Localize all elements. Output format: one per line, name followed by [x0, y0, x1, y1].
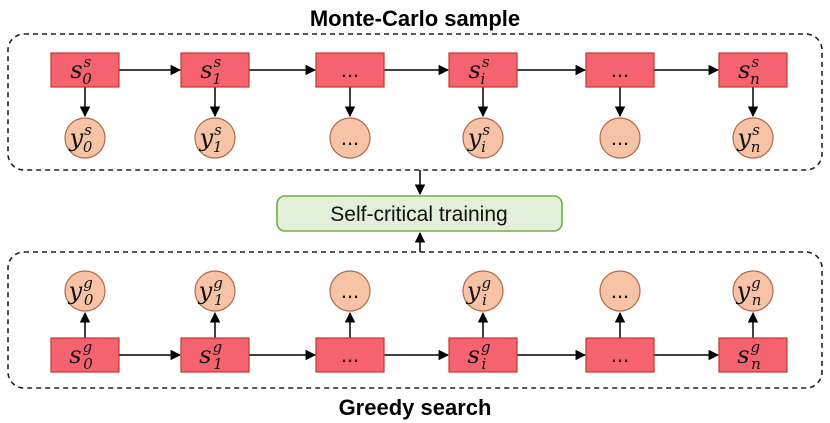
bottom_group-output-circle: [194, 270, 236, 312]
top_group-state-box: [585, 52, 655, 88]
top_group-state-box: [50, 52, 120, 88]
top_group-state-label: ...: [341, 57, 359, 82]
bottom_group-output-circle: [732, 270, 774, 312]
top-group-frame: [7, 33, 823, 171]
top_group-state-box: [448, 52, 518, 88]
bottom_group-state-box: [315, 337, 385, 373]
bottom_group-output-circle: [329, 270, 371, 312]
bottom_group-output-circle: [599, 270, 641, 312]
bottom_group-output-label: ...: [611, 278, 629, 303]
top_group-output-label: ...: [341, 125, 359, 150]
bottom_group-output-label: ...: [341, 278, 359, 303]
bottom_group-state-box: [448, 337, 518, 373]
top-group-title: Monte-Carlo sample: [310, 6, 520, 31]
top_group-output-circle: [732, 117, 774, 159]
bottom_group-state-box: [180, 337, 250, 373]
top_group-output-circle: [599, 117, 641, 159]
top_group-output-label: ...: [611, 125, 629, 150]
top_group-state-box: [180, 52, 250, 88]
bottom_group-output-circle: [64, 270, 106, 312]
top_group-state-box: [718, 52, 788, 88]
bottom_group-state-box: [718, 337, 788, 373]
top_group-output-circle: [329, 117, 371, 159]
bottom-group-title: Greedy search: [339, 395, 492, 420]
top_group-output-circle: [194, 117, 236, 159]
bottom_group-state-box: [585, 337, 655, 373]
top_group-state-box: [315, 52, 385, 88]
self-critical-training-label: Self-critical training: [330, 203, 507, 226]
self-critical-training-box: [276, 195, 563, 232]
bottom-group-frame: [7, 251, 823, 389]
bottom_group-state-box: [50, 337, 120, 373]
bottom_group-output-circle: [462, 270, 504, 312]
top_group-state-label: ...: [611, 57, 629, 82]
top_group-output-circle: [64, 117, 106, 159]
bottom_group-state-label: ...: [341, 342, 359, 367]
top_group-output-circle: [462, 117, 504, 159]
bottom_group-state-label: ...: [611, 342, 629, 367]
